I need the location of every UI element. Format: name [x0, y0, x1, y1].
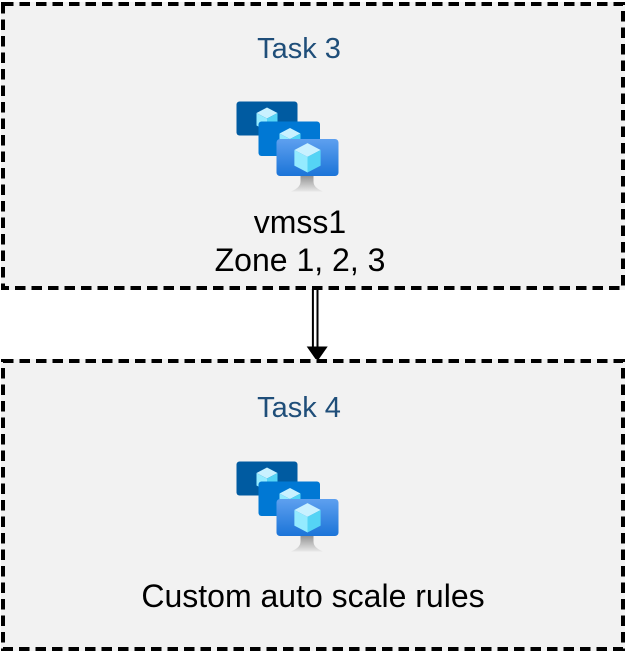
task4-caption-label: Custom auto scale rules: [141, 578, 485, 614]
vm-scale-set-icon: [236, 461, 339, 552]
task4-box: Task 4: [1, 359, 625, 651]
down-arrow: [306, 289, 328, 362]
vmss-name-label: vmss1: [253, 204, 347, 240]
task3-box: Task 3: [1, 2, 625, 290]
vm-scale-set-icon: [236, 101, 340, 194]
vm-scale-set-icon: [236, 101, 339, 192]
vm-scale-set-icon: [236, 461, 340, 554]
task3-title: Task 3: [257, 33, 341, 65]
vmss-zones-label: Zone 1, 2, 3: [214, 242, 386, 278]
task4-title: Task 4: [257, 392, 341, 424]
